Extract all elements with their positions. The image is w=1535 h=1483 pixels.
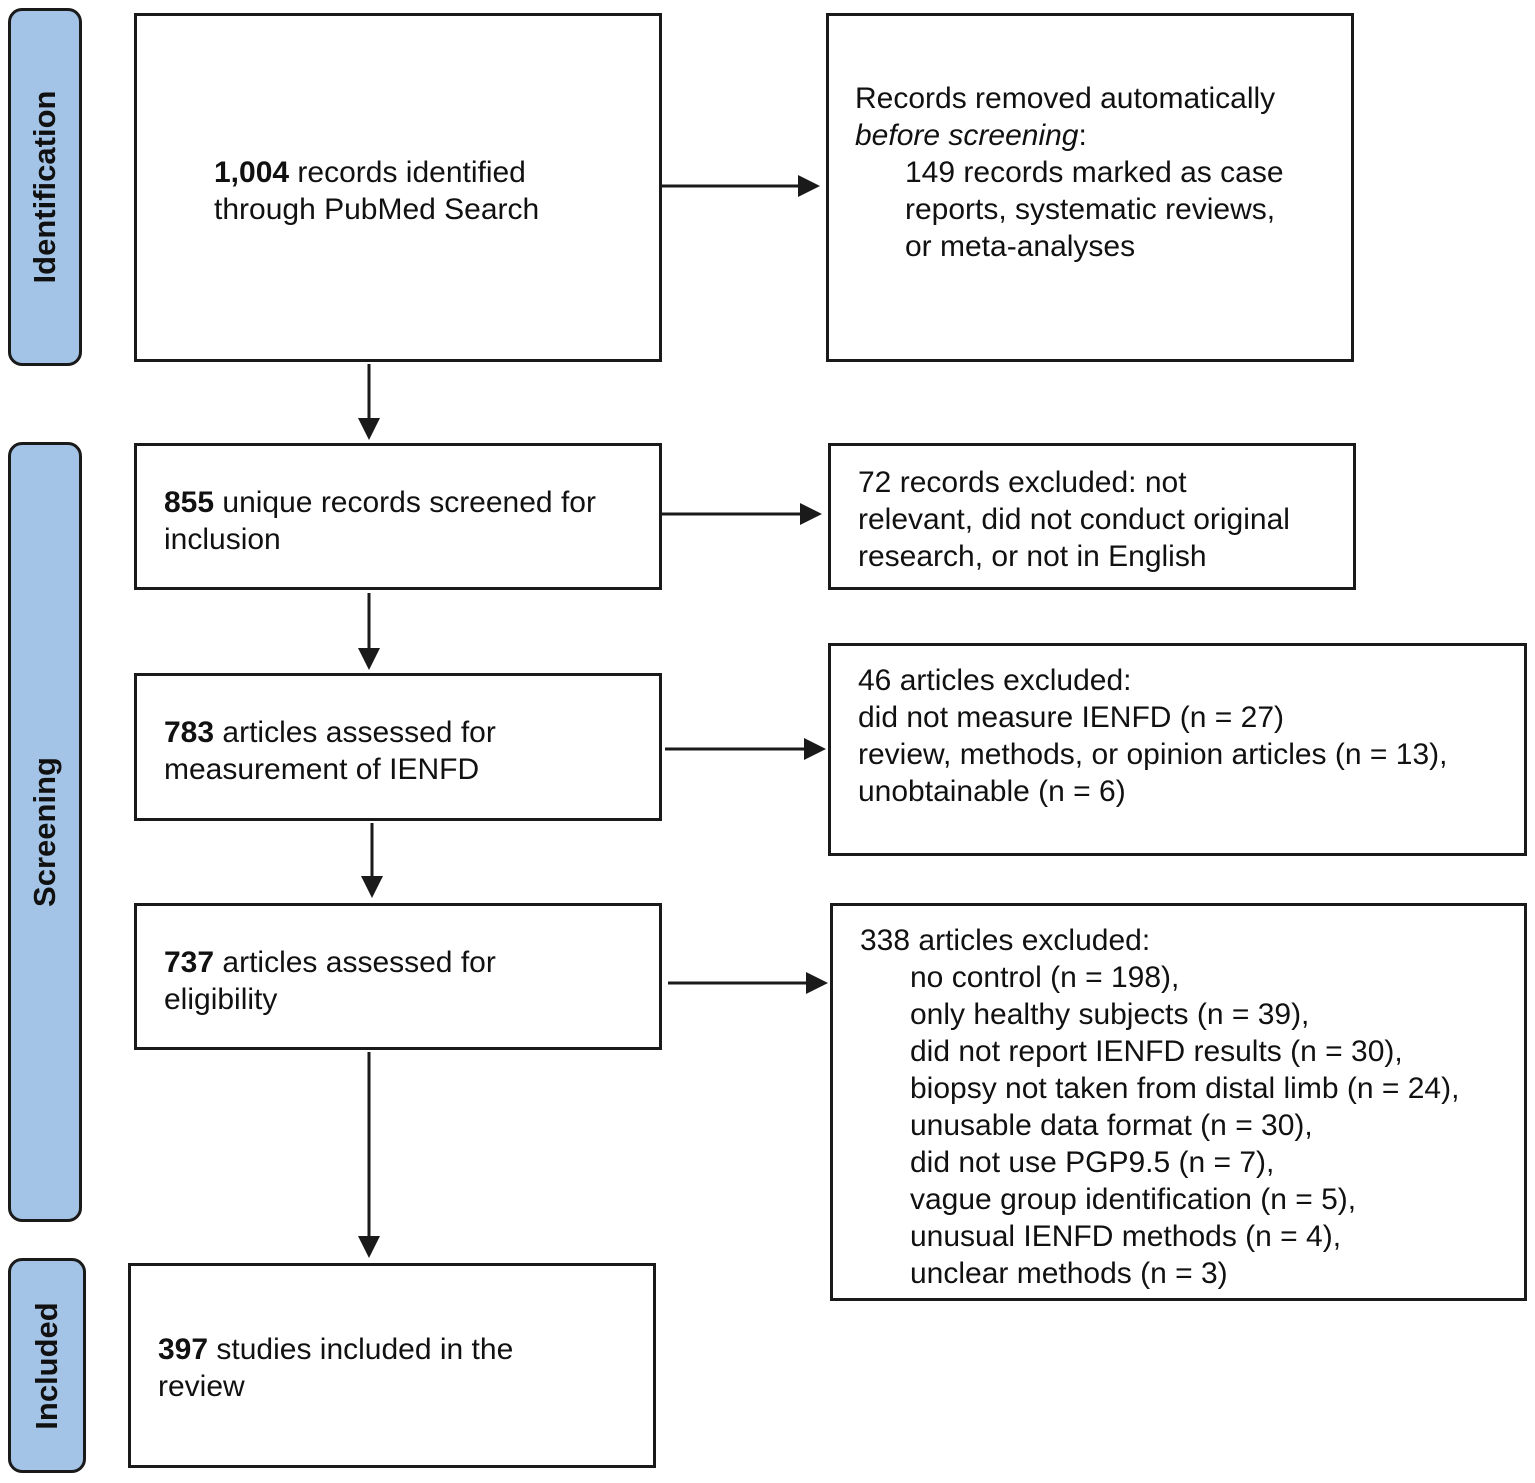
exclusion-reason: vague group identification (n = 5), (910, 1183, 1357, 1216)
exclusion-reason: did not use PGP9.5 (n = 7), (910, 1146, 1275, 1179)
records-identified-box: 1,004 records identified through PubMed … (134, 13, 662, 362)
exclusion-reason: unclear methods (n = 3) (910, 1257, 1228, 1290)
arrowhead (358, 648, 380, 670)
records-excluded-box: 72 records excluded: not relevant, did n… (828, 443, 1356, 590)
measurement-excluded-box: 46 articles excluded: did not measure IE… (828, 643, 1527, 856)
exclusion-reason: no control (n = 198), (910, 961, 1180, 994)
exclusion-reason: biopsy not taken from distal limb (n = 2… (910, 1072, 1460, 1105)
records-removed-box: Records removed automatically before scr… (826, 13, 1354, 362)
records-identified-count: 1,004 (214, 156, 290, 189)
arrowhead (800, 503, 822, 525)
exclusion-reason: unusual IENFD methods (n = 4), (910, 1220, 1342, 1253)
arrowhead (358, 418, 380, 440)
exclusion-reason: unusable data format (n = 30), (910, 1109, 1313, 1142)
studies-included-count: 397 (158, 1333, 209, 1366)
eligibility-excluded-box: 338 articles excluded: no control (n = 1… (830, 903, 1527, 1301)
articles-assessed-measurement-count: 783 (164, 716, 215, 749)
articles-assessed-eligibility-count: 737 (164, 946, 215, 979)
arrowhead (804, 738, 826, 760)
arrowhead (806, 972, 828, 994)
phase-screening: Screening (8, 442, 82, 1222)
exclusion-reason: did not report IENFD results (n = 30), (910, 1035, 1403, 1068)
arrowhead (358, 1236, 380, 1258)
studies-included-box: 397 studies included in the review (128, 1263, 656, 1468)
articles-assessed-measurement-box: 783 articles assessed for measurement of… (134, 673, 662, 821)
records-screened-count: 855 (164, 486, 215, 519)
arrowhead (361, 876, 383, 898)
phase-identification: Identification (8, 8, 82, 366)
arrowhead (798, 175, 820, 197)
articles-assessed-eligibility-box: 737 articles assessed for eligibility (134, 903, 662, 1050)
records-screened-box: 855 unique records screened for inclusio… (134, 443, 662, 590)
phase-included: Included (8, 1258, 86, 1473)
exclusion-reason: only healthy subjects (n = 39), (910, 998, 1310, 1031)
